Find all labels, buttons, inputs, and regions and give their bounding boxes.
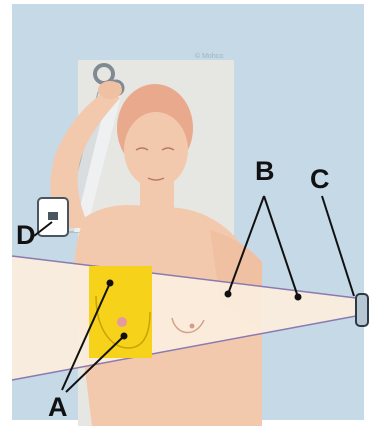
hand	[98, 81, 122, 99]
label-b: B	[255, 156, 275, 186]
watermark: © Mohco	[195, 52, 223, 60]
label-c: C	[310, 164, 330, 194]
nipple-treated-side	[117, 317, 127, 327]
label-a: A	[48, 392, 68, 422]
face	[124, 112, 188, 188]
nipple-other-side	[190, 324, 195, 329]
label-d: D	[16, 220, 36, 250]
treatment-field	[89, 266, 152, 358]
elbow-cushion-marker	[48, 212, 58, 220]
beam-source-nozzle	[356, 294, 368, 326]
